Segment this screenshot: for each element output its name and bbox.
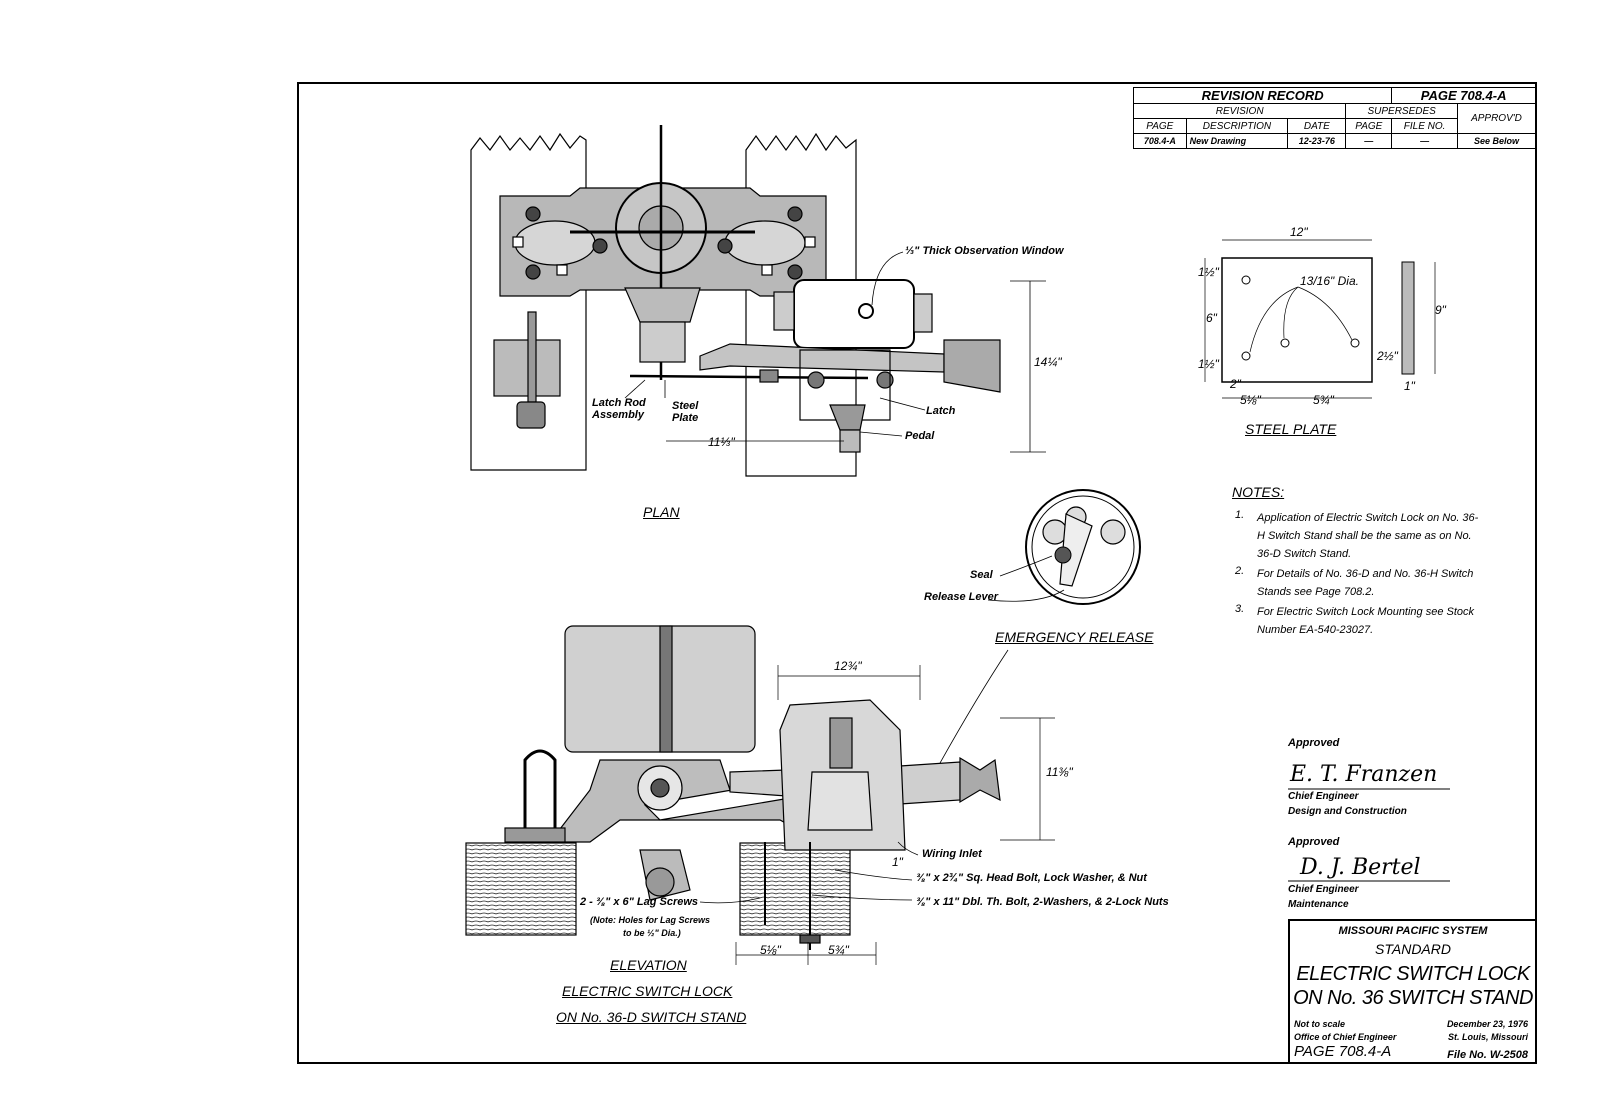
revision-record-title: REVISION RECORD [1132,87,1393,104]
lag-screws-label: 2 - ⅜" x 6" Lag Screws [580,896,699,908]
sp-dim-5-3-4: 5¾" [1313,393,1334,407]
col-page: PAGE [1133,118,1187,134]
elev-dim-5-1-8: 5⅛" [760,943,781,957]
scale-label: Not to scale [1294,1019,1346,1029]
row-page: 708.4-A [1133,133,1187,149]
signature-2: D. J. Bertel [1300,855,1421,880]
bolt-1-label: ⅜" x 2¾" Sq. Head Bolt, Lock Washer, & N… [916,872,1147,884]
elevation-view [465,625,1055,965]
bolt-2-label: ⅜" x 11" Dbl. Th. Bolt, 2-Washers, & 2-L… [916,896,1169,908]
row-description: New Drawing [1185,133,1289,149]
role-1a: Chief Engineer [1288,791,1359,802]
sp-dim-6: 6" [1206,311,1217,325]
emergency-release-title: EMERGENCY RELEASE [995,629,1154,645]
sp-dim-2-5: 2½" [1377,349,1398,363]
role-2a: Chief Engineer [1288,884,1359,895]
pedal-label: Pedal [905,430,935,442]
lag-note-1: (Note: Holes for Lag Screws [590,915,711,925]
plan-dim-width: 11⅓" [708,435,735,449]
col-date: DATE [1287,118,1347,134]
drawing-date: December 23, 1976 [1446,1019,1528,1029]
emergency-release-view [934,489,1141,773]
revision-record-table: REVISION RECORD PAGE 708.4-A REVISION SU… [1132,87,1537,149]
row-file-no: — [1391,133,1458,149]
elevation-title-3: ON No. 36-D SWITCH STAND [556,1009,747,1025]
latch-label: Latch [926,405,956,417]
note-1: Application of Electric Switch Lock on N… [1257,512,1479,560]
elev-dim-right: 11⅜" [1046,765,1073,779]
page-number: PAGE 708.4-A [1294,1043,1392,1060]
note-1-number: 1. [1235,509,1245,521]
plan-title: PLAN [643,504,680,520]
file-number: File No. W-2508 [1447,1049,1528,1061]
drawing-sheet-border [297,82,1537,1064]
row-sup-page: — [1345,133,1393,149]
steel-plate-label: Steel Plate [672,400,699,425]
steel-plate-view [1204,239,1436,399]
observation-window-label: ⅓" Thick Observation Window [905,245,1064,257]
sp-dim-2: 2" [1230,377,1241,391]
elevation-title-1: ELEVATION [610,957,687,973]
plan-dim-height: 14¼" [1034,355,1062,369]
col-sup-page: PAGE [1345,118,1393,134]
elev-dim-top: 12¾" [834,659,862,673]
drawing-title-1: ELECTRIC SWITCH LOCK [1296,963,1530,985]
release-lever-label: Release Lever [924,591,998,603]
elevation-title-2: ELECTRIC SWITCH LOCK [562,983,733,999]
notes-title: NOTES: [1232,484,1285,500]
signature-1: E. T. Franzen [1290,762,1438,787]
approved-1-label: Approved [1288,737,1340,749]
steel-plate-title: STEEL PLATE [1245,421,1337,437]
note-3-number: 3. [1235,603,1245,615]
lag-note-2: to be ½" Dia.) [623,928,681,938]
standard-label: STANDARD [1375,941,1451,957]
sp-dim-12: 12" [1290,225,1308,239]
col-approved: APPROV'D [1456,103,1537,134]
role-1b: Design and Construction [1288,806,1407,817]
seal-label: Seal [970,569,993,581]
sp-dim-1-5-top: 1½" [1198,265,1219,279]
drawing-title-2: ON No. 36 SWITCH STAND [1293,987,1533,1009]
sp-dim-5-1-8: 5⅛" [1240,393,1261,407]
plan-view [470,125,1046,477]
title-block: MISSOURI PACIFIC SYSTEM STANDARD ELECTRI… [1288,919,1536,1064]
sp-dim-1-5-bot: 1½" [1198,357,1219,371]
office-label: Office of Chief Engineer [1294,1032,1397,1042]
row-approved: See Below [1456,133,1537,149]
sp-dim-1: 1" [1404,379,1415,393]
company-name: MISSOURI PACIFIC SYSTEM [1338,925,1488,937]
note-3: For Electric Switch Lock Mounting see St… [1257,606,1475,636]
col-supersedes: SUPERSEDES [1345,103,1458,119]
note-2-number: 2. [1235,565,1245,577]
elev-dim-5-3-4: 5¾" [828,943,849,957]
col-revision: REVISION [1132,103,1347,119]
role-2b: Maintenance [1288,899,1349,910]
wiring-inlet-label: Wiring Inlet [922,848,982,860]
sp-dim-dia: 13/16" Dia. [1300,274,1359,288]
row-date: 12-23-76 [1287,133,1347,149]
elev-dim-1: 1" [892,855,903,869]
note-2: For Details of No. 36-D and No. 36-H Swi… [1257,568,1474,598]
latch-rod-label: Latch Rod Assembly [592,397,646,422]
col-file-no: FILE NO. [1391,118,1458,134]
sp-dim-9: 9" [1435,303,1446,317]
col-description: DESCRIPTION [1185,118,1289,134]
drawing-location: St. Louis, Missouri [1447,1032,1528,1042]
signature-lines [1288,788,1450,882]
approved-2-label: Approved [1288,836,1340,848]
revision-record-page: PAGE 708.4-A [1391,87,1536,104]
